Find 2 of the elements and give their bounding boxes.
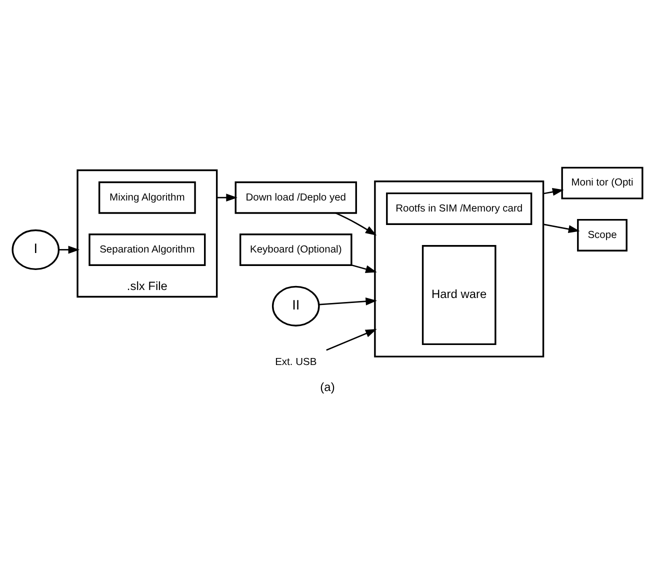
node-text: Ext. USB (275, 357, 317, 368)
caption: (a) (320, 380, 335, 394)
